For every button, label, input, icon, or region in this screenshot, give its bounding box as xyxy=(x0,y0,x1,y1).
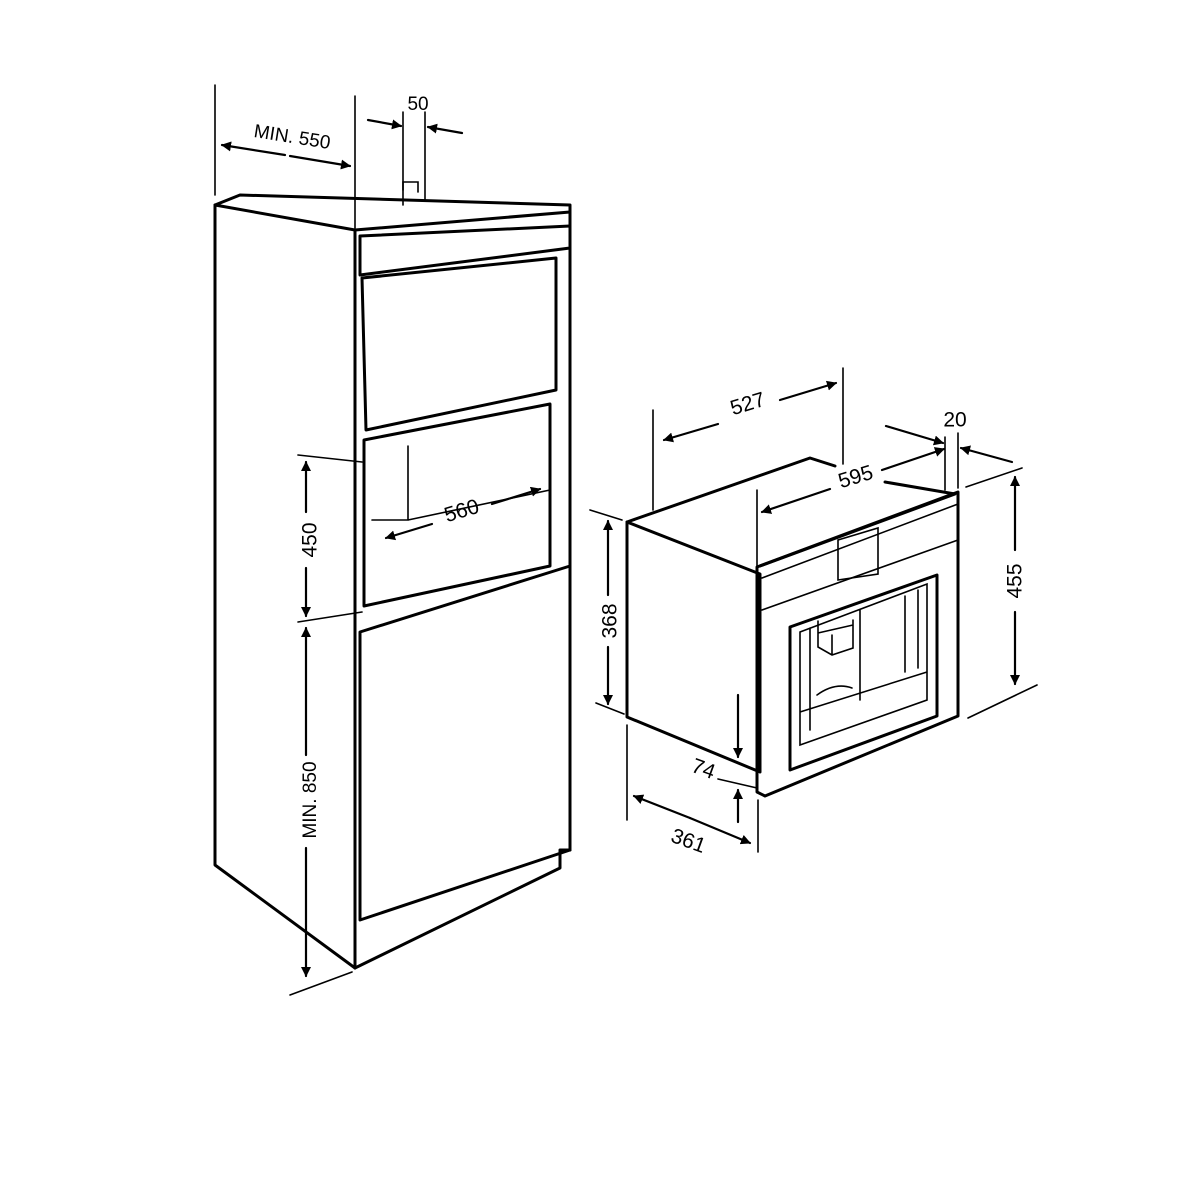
tall-cabinet xyxy=(213,181,572,970)
dimension-label-20: 20 xyxy=(943,409,966,432)
dimension-label-560: 560 xyxy=(442,495,482,527)
dispensing-area xyxy=(788,573,939,772)
display-window xyxy=(837,526,879,581)
dimension-arrow-20 xyxy=(884,424,945,446)
upper-panel xyxy=(360,256,558,432)
extension-line xyxy=(652,367,959,567)
niche-opening xyxy=(362,402,552,608)
dimension-arrow-595 xyxy=(880,447,946,472)
coffee-spout xyxy=(817,619,854,656)
dimension-label-min-550: MIN. 550 xyxy=(252,121,331,154)
control-strip xyxy=(761,503,959,611)
appliance-side xyxy=(625,520,762,774)
cabinet-plinth xyxy=(353,848,572,970)
dimension-arrow-depth xyxy=(288,154,352,170)
vent-slot xyxy=(402,181,419,193)
dimension-label-595: 595 xyxy=(836,461,876,493)
dimension-label-450: 450 xyxy=(299,522,322,557)
dimension-arrow-527 xyxy=(778,380,838,402)
dimension-label-50: 50 xyxy=(407,94,428,115)
dimension-label-74: 74 xyxy=(688,754,718,784)
dimension-label-455: 455 xyxy=(1004,563,1027,598)
extension-line xyxy=(289,454,363,996)
dimension-label-527: 527 xyxy=(728,388,768,420)
cabinet-dimensions: MIN. 550 50 450 MIN. 850 560 xyxy=(214,84,542,996)
extension-line xyxy=(717,778,758,789)
dispensing-inner xyxy=(799,582,928,747)
dimension-label-min-850: MIN. 850 xyxy=(300,761,321,838)
dimension-arrow-595 xyxy=(760,487,832,514)
dimension-arrow-vent xyxy=(366,118,403,130)
dimension-arrow-527 xyxy=(662,422,720,443)
extension-line xyxy=(214,84,426,229)
built-in-appliance xyxy=(625,456,960,798)
dimension-arrow-20 xyxy=(959,445,1014,464)
niche-inner-back xyxy=(371,445,551,521)
top-band xyxy=(358,224,572,277)
lower-door xyxy=(358,564,572,922)
cabinet-side xyxy=(213,203,357,970)
extension-line xyxy=(626,724,759,853)
dimension-arrow-361 xyxy=(632,794,692,820)
dimension-arrow-vent xyxy=(426,123,464,135)
dimension-label-361: 361 xyxy=(668,824,709,858)
extension-line xyxy=(589,467,1038,719)
appliance-dimensions: 527 595 20 455 368 74 361 xyxy=(589,367,1038,858)
dimension-arrow-depth xyxy=(220,141,287,157)
dimension-arrow-361 xyxy=(688,816,752,845)
appliance-front-frame xyxy=(755,490,960,798)
dimension-arrow-560 xyxy=(490,486,542,506)
cabinet-top xyxy=(213,193,572,232)
dimension-label-368: 368 xyxy=(599,603,622,638)
dimension-arrow-560 xyxy=(384,522,434,541)
cup-tray xyxy=(816,685,853,696)
